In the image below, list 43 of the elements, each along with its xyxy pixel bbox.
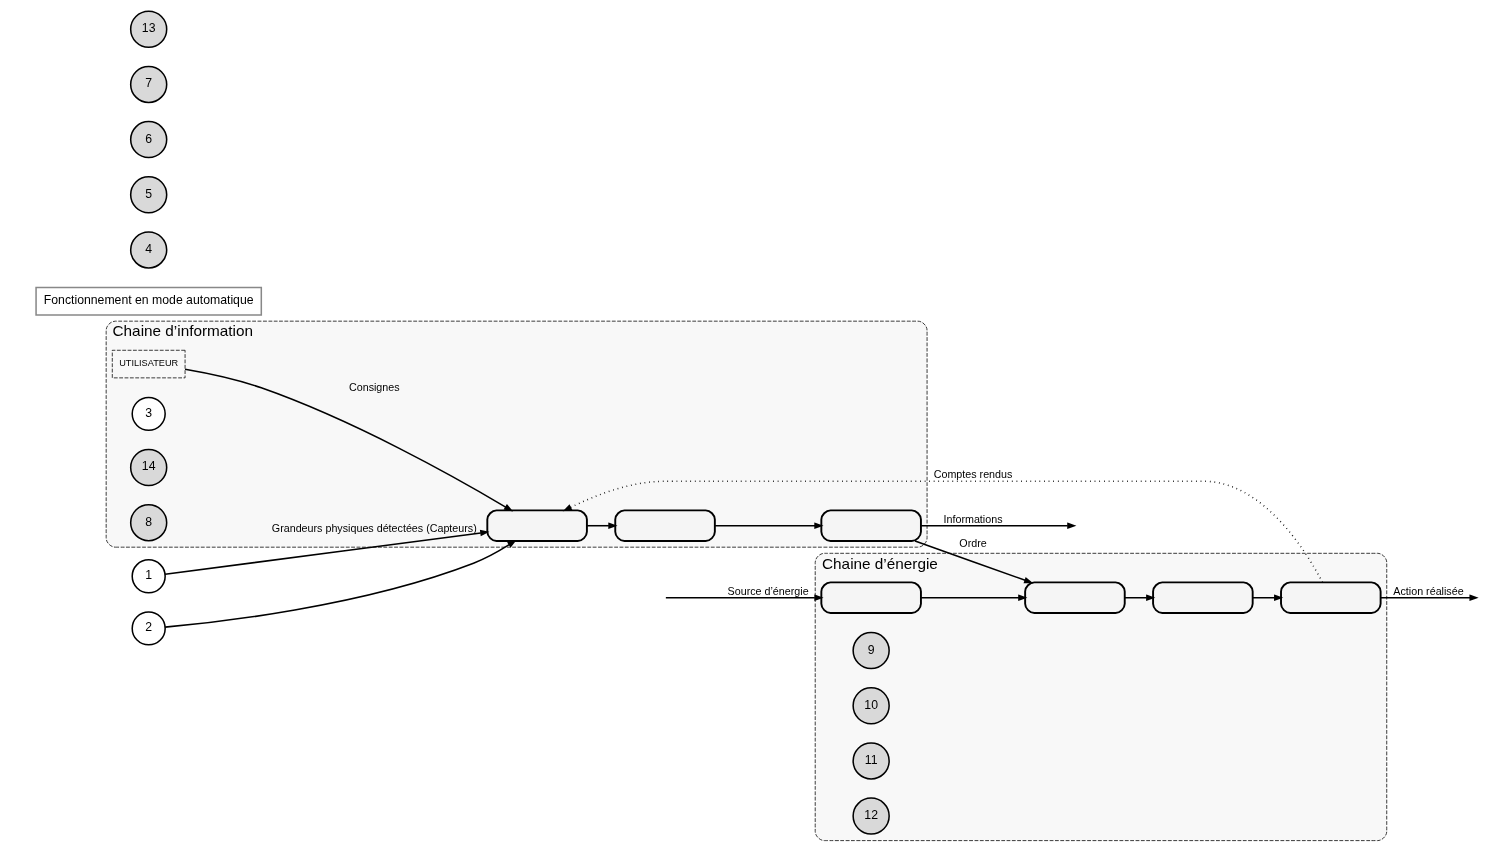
node-box [1023, 581, 1126, 614]
node-circle: 2 [130, 611, 166, 646]
arrow [664, 594, 824, 601]
node-box: UTILISATEUR [111, 349, 185, 379]
node-circle: 4 [129, 231, 167, 269]
edge-label: Comptes rendus [933, 468, 1012, 481]
node-circle: 5 [129, 176, 167, 214]
edge-label: Informations [943, 512, 1003, 525]
arrow [919, 594, 1027, 601]
node-box [485, 509, 588, 542]
arrow [163, 529, 489, 575]
arrow [585, 522, 617, 529]
edge-label: Grandeurs physiques détectées (Capteurs) [271, 522, 477, 535]
arrow [183, 368, 513, 512]
arrow [562, 480, 1323, 584]
arrow [713, 522, 823, 529]
node-circle: 11 [851, 742, 890, 780]
node-circle: 3 [130, 396, 166, 432]
edge-label: Action réalisée [1392, 584, 1464, 597]
node-box [1151, 581, 1254, 614]
node-box: Fonctionnement en mode automatique [34, 286, 262, 316]
node-circle: 13 [129, 10, 167, 49]
node-circle: 12 [851, 797, 890, 835]
node-circle: 9 [851, 631, 890, 670]
arrow [163, 539, 517, 628]
node-circle: 7 [129, 65, 167, 104]
arrow [1379, 594, 1479, 601]
node-box [819, 581, 922, 614]
node-box [1279, 581, 1382, 614]
edge-label: Consignes [348, 381, 400, 394]
node-circle: 10 [851, 687, 890, 725]
node-box [613, 509, 716, 542]
arrow [1123, 594, 1155, 601]
node-circle: 6 [129, 120, 167, 159]
arrow [1251, 594, 1283, 601]
arrow [919, 522, 1076, 529]
node-box [819, 509, 922, 542]
node-circle: 8 [129, 503, 167, 542]
arrow [913, 540, 1033, 584]
node-circle: 1 [130, 559, 166, 594]
edge-label: Ordre [958, 536, 987, 549]
node-circle: 14 [129, 448, 167, 487]
edge-label: Source d’énergie [727, 584, 809, 597]
